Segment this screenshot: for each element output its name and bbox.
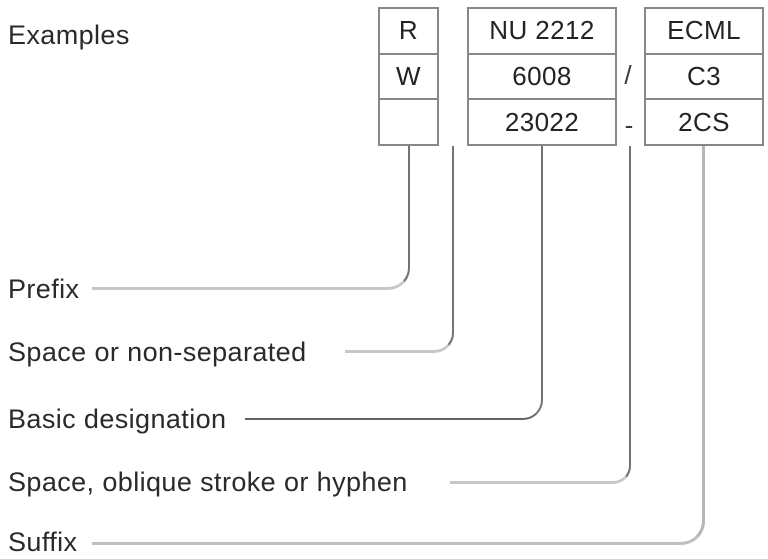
basic-cell-2: 6008 (469, 52, 615, 99)
prefix-cell-3 (380, 98, 437, 144)
suffix-cell-2: C3 (646, 52, 762, 99)
basic-cell-3: 23022 (469, 98, 615, 144)
space-or-non-separated-leader-line (345, 146, 454, 353)
basic-designation-examples-box: NU 2212 6008 23022 (467, 7, 617, 146)
basic-designation-leader-line (245, 146, 543, 420)
suffix-examples-box: ECML C3 2CS (644, 7, 764, 146)
prefix-leader-line (92, 146, 410, 290)
basic-designation-label: Basic designation (8, 404, 227, 434)
space-oblique-stroke-or-hyphen-leader-line (450, 146, 631, 484)
suffix-cell-3: 2CS (646, 98, 762, 144)
suffix-cell-1: ECML (667, 15, 741, 46)
prefix-cell-1: R (398, 15, 419, 46)
examples-heading: Examples (8, 20, 130, 50)
basic-cell-1: NU 2212 (489, 15, 595, 46)
oblique-stroke-separator: / (624, 60, 632, 90)
space-oblique-stroke-or-hyphen-label: Space, oblique stroke or hyphen (8, 467, 408, 497)
suffix-label: Suffix (8, 527, 78, 557)
hyphen-separator: - (624, 110, 634, 140)
prefix-examples-box: R W (378, 7, 439, 146)
space-or-non-separated-label: Space or non-separated (8, 337, 307, 367)
prefix-cell-2: W (380, 52, 437, 99)
prefix-label: Prefix (8, 274, 80, 304)
